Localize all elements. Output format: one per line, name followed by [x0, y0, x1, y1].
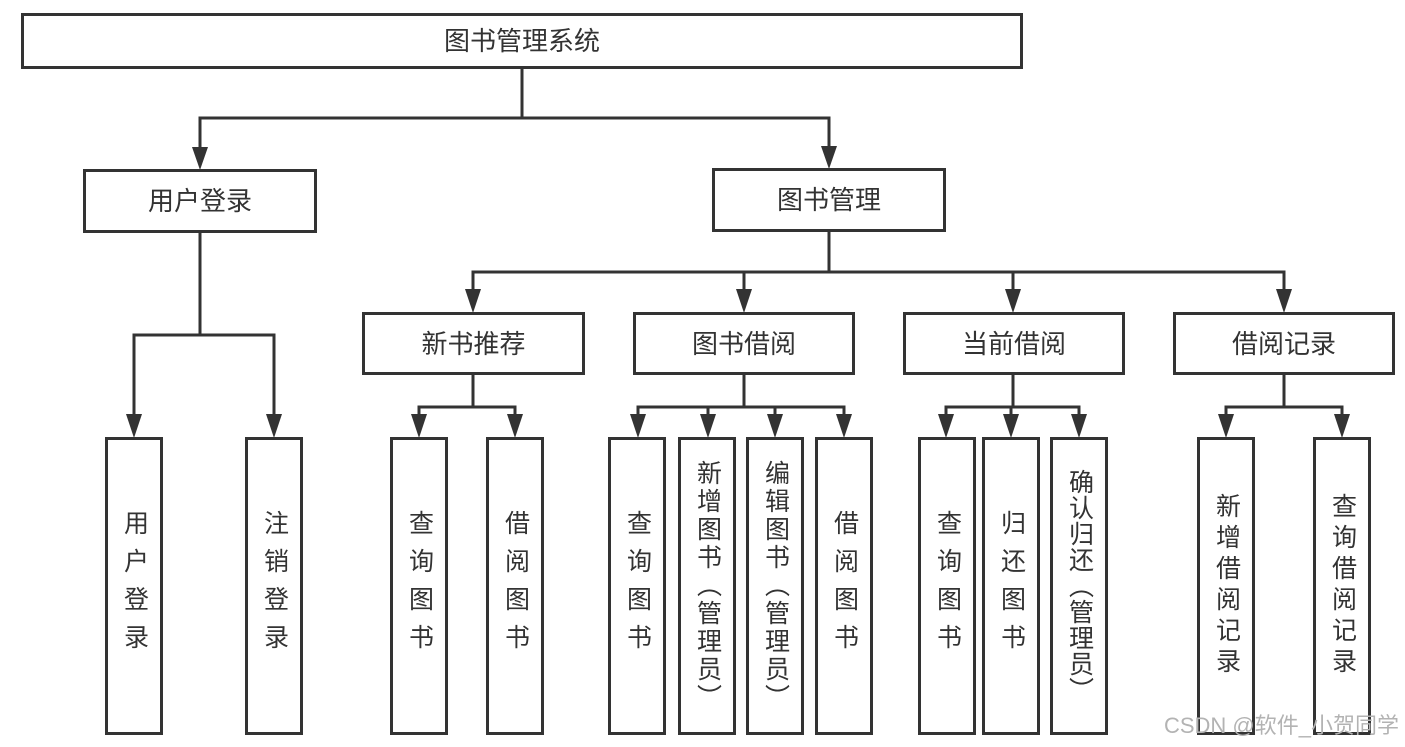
leaf-query-borrow-record: 查询借阅记录 [1313, 437, 1371, 735]
leaf-label: 编辑图书（管理员） [761, 460, 790, 712]
node-new-book-recommend: 新书推荐 [362, 312, 585, 375]
leaf-query-books-recommend: 查询图书 [390, 437, 448, 735]
leaf-label: 新增图书（管理员） [693, 460, 722, 712]
csdn-watermark: CSDN @软件_小贺同学 [1163, 713, 1399, 738]
node-library-management-system: 图书管理系统 [21, 13, 1023, 69]
leaf-logout: 注销登录 [245, 437, 303, 735]
node-label: 图书管理系统 [443, 26, 600, 56]
leaf-add-books-admin: 新增图书（管理员） [678, 437, 736, 735]
leaf-query-books-borrowing: 查询图书 [608, 437, 666, 735]
node-label: 图书管理 [776, 185, 881, 215]
leaf-borrow-books-recommend: 借阅图书 [486, 437, 544, 735]
leaf-query-books-current: 查询图书 [918, 437, 976, 735]
arrowheads [126, 146, 1350, 438]
leaf-label: 查询图书 [933, 510, 962, 662]
node-book-management: 图书管理 [712, 168, 946, 232]
leaf-borrow-books-borrowing: 借阅图书 [815, 437, 873, 735]
node-user-login: 用户登录 [83, 169, 317, 233]
node-current-borrowing: 当前借阅 [903, 312, 1125, 375]
leaf-edit-books-admin: 编辑图书（管理员） [746, 437, 804, 735]
leaf-label: 新增借阅记录 [1212, 493, 1241, 679]
leaf-user-login: 用户登录 [105, 437, 163, 735]
leaf-label: 注销登录 [260, 510, 289, 662]
node-label: 新书推荐 [421, 328, 526, 359]
node-book-borrowing: 图书借阅 [633, 312, 855, 375]
node-label: 图书借阅 [691, 328, 796, 359]
leaf-label: 用户登录 [120, 510, 149, 662]
leaf-label: 查询图书 [405, 510, 434, 662]
leaf-label: 查询图书 [623, 510, 652, 662]
leaf-label: 借阅图书 [501, 510, 530, 662]
node-label: 用户登录 [147, 186, 252, 216]
leaf-label: 查询借阅记录 [1328, 493, 1357, 679]
leaf-label: 确认归还（管理员） [1065, 469, 1094, 703]
leaf-confirm-return-admin: 确认归还（管理员） [1050, 437, 1108, 735]
node-label: 借阅记录 [1231, 328, 1336, 359]
leaf-label: 借阅图书 [830, 510, 859, 662]
node-borrowing-records: 借阅记录 [1173, 312, 1395, 375]
leaf-label: 归还图书 [997, 510, 1026, 662]
leaf-add-borrow-record: 新增借阅记录 [1197, 437, 1255, 735]
leaf-return-books: 归还图书 [982, 437, 1040, 735]
node-label: 当前借阅 [961, 328, 1066, 359]
